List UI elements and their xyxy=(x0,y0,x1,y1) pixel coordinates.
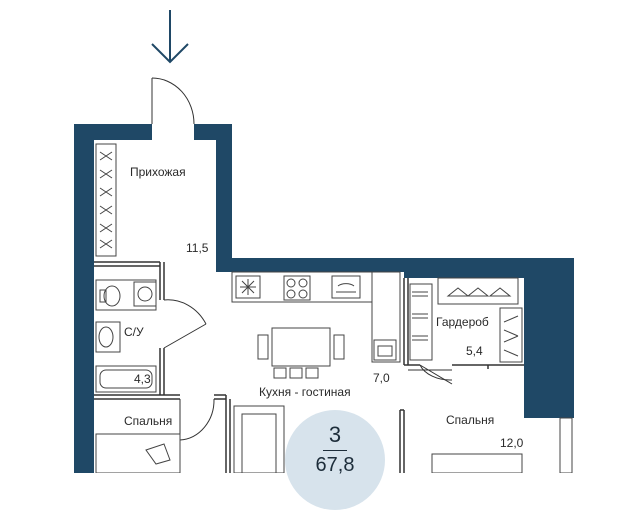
hallway-wardrobe xyxy=(95,143,117,257)
hanger-icon xyxy=(99,169,113,179)
room-name-bedroom-left: Спальня xyxy=(124,414,173,428)
sofa xyxy=(233,405,285,473)
room-name-kitchen: Кухня - гостиная xyxy=(259,385,351,399)
left-bedroom-bed xyxy=(95,433,181,473)
bathroom-fixtures xyxy=(95,279,157,393)
arrow-down-icon xyxy=(151,10,189,64)
dining-table xyxy=(257,327,345,379)
badge-divider xyxy=(323,450,347,451)
kitchen-counter xyxy=(231,271,401,363)
hanger-icon xyxy=(503,315,519,337)
fridge-icon xyxy=(373,339,397,361)
hanger-icon xyxy=(412,313,428,319)
apartment-badge: 3 67,8 xyxy=(285,410,385,510)
sink-icon xyxy=(235,275,261,299)
hanger-icon xyxy=(99,239,113,249)
doors xyxy=(163,299,453,441)
outer-walls xyxy=(74,124,574,473)
sink-icon xyxy=(95,321,121,353)
room-area-hall: 11,5 xyxy=(186,241,209,255)
interior-walls xyxy=(94,261,524,473)
room-name-hall: Прихожая xyxy=(130,165,186,179)
toilet-icon xyxy=(99,285,121,307)
right-bedroom-bed xyxy=(431,417,573,473)
hanger-icon xyxy=(412,291,428,297)
room-name-wardrobe: Гардероб xyxy=(436,315,489,329)
room-area-bath: 4,3 xyxy=(134,372,151,386)
hanger-icon xyxy=(488,287,512,297)
hanger-icon xyxy=(466,287,490,297)
room-name-bedroom-right: Спальня xyxy=(446,413,495,427)
bathtub-icon xyxy=(95,365,157,393)
hanger-icon xyxy=(446,287,470,297)
room-area-bedroom-right: 12,0 xyxy=(500,436,524,450)
dish-icon xyxy=(331,275,361,299)
hanger-icon xyxy=(412,335,428,341)
hanger-icon xyxy=(99,151,113,161)
hanger-icon xyxy=(99,205,113,215)
room-area-wardrobe: 5,4 xyxy=(466,344,483,358)
washing-machine-icon xyxy=(133,281,157,307)
hanger-icon xyxy=(99,223,113,233)
room-area-kitchen: 7,0 xyxy=(373,371,390,385)
rooms-count: 3 xyxy=(328,422,342,447)
floor-plan xyxy=(74,10,574,473)
room-name-bath: С/У xyxy=(124,325,144,339)
hanger-icon xyxy=(503,335,519,357)
total-area: 67,8 xyxy=(315,454,355,476)
walk-in-wardrobe xyxy=(409,277,523,363)
stove-icon xyxy=(283,275,311,301)
entrance-door xyxy=(151,77,195,125)
hanger-icon xyxy=(99,187,113,197)
